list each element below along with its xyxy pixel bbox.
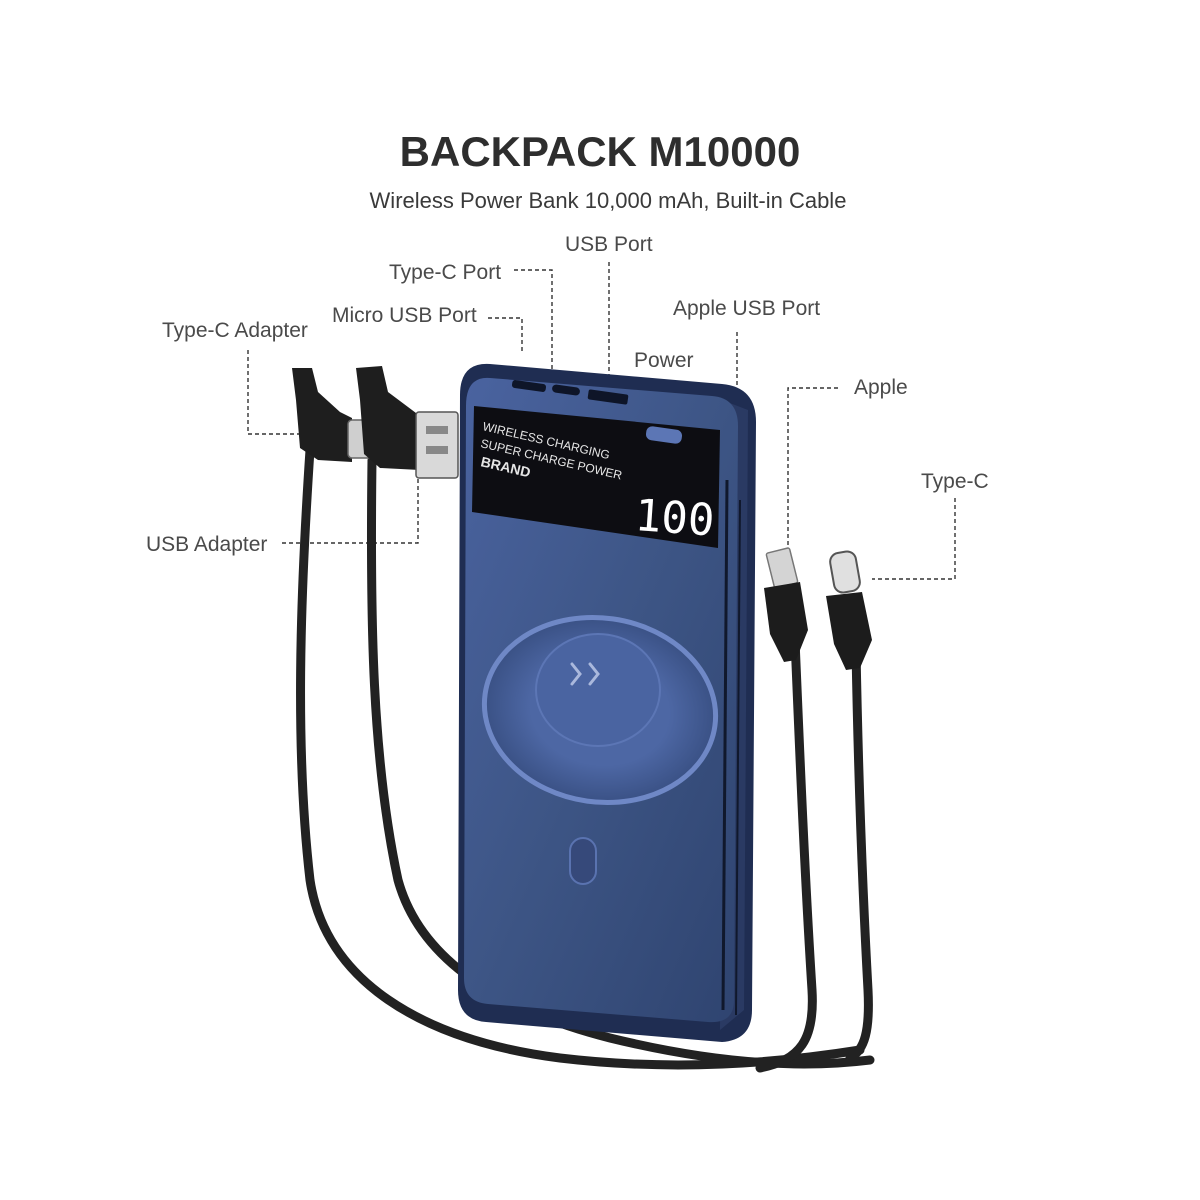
leader-typec-port bbox=[514, 269, 553, 372]
typec-port-slot bbox=[552, 384, 580, 396]
battery-percentage-display: 100 bbox=[633, 490, 716, 546]
cable-apple bbox=[755, 635, 817, 1073]
power-bank: WIRELESS CHARGING SUPER CHARGE POWER BRA… bbox=[458, 363, 756, 1042]
display-panel bbox=[472, 406, 720, 548]
product-title: BACKPACK M10000 bbox=[399, 128, 801, 175]
label-micro-usb-port: Micro USB Port bbox=[332, 304, 477, 327]
label-usb-port: USB Port bbox=[565, 233, 653, 256]
lightning-icon bbox=[570, 662, 600, 686]
wireless-charging-pad bbox=[535, 633, 661, 747]
leader-usb-adapter bbox=[282, 470, 419, 544]
apple-connector bbox=[764, 547, 808, 662]
usb-port-slot bbox=[587, 389, 629, 405]
label-apple-usb-port: Apple USB Port bbox=[673, 297, 820, 320]
label-apple: Apple bbox=[854, 376, 908, 399]
product-subtitle: Wireless Power Bank 10,000 mAh, Built-in… bbox=[369, 188, 847, 213]
power-indicator-button bbox=[569, 837, 597, 885]
typec-connector bbox=[826, 550, 872, 670]
cable-typec-adapter bbox=[296, 445, 865, 1070]
usb-adapter bbox=[356, 366, 459, 479]
cables bbox=[296, 445, 875, 1073]
label-power: Power bbox=[634, 349, 694, 372]
leader-apple bbox=[787, 387, 838, 548]
leader-micro-usb-port bbox=[488, 317, 523, 352]
cable-usb-adapter bbox=[366, 455, 875, 1069]
label-typec-port: Type-C Port bbox=[389, 261, 501, 284]
label-usb-adapter: USB Adapter bbox=[146, 533, 267, 556]
callout-labels: USB Port Type-C Port Micro USB Port Appl… bbox=[146, 233, 989, 556]
label-typec: Type-C bbox=[921, 470, 989, 493]
cable-typec bbox=[845, 645, 873, 1063]
power-button bbox=[645, 426, 683, 444]
micro-usb-port-slot bbox=[511, 380, 547, 392]
leader-typec bbox=[872, 498, 956, 580]
label-typec-adapter: Type-C Adapter bbox=[162, 319, 308, 342]
